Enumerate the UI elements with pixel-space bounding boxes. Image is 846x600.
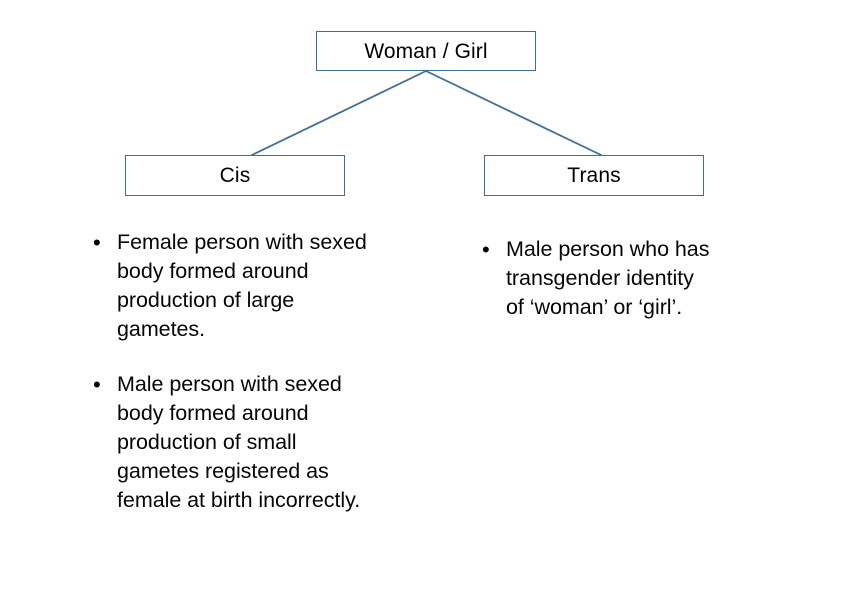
node-box-woman-girl[interactable]: Woman / Girl bbox=[316, 31, 536, 71]
bullet-text: Female person with sexed body formed aro… bbox=[117, 230, 367, 341]
bullet-column-cis: • Female person with sexed body formed a… bbox=[88, 228, 388, 515]
bullet-text: Male person with sexed body formed aroun… bbox=[117, 372, 361, 512]
node-box-cis[interactable]: Cis bbox=[125, 155, 345, 196]
connector-woman-to-trans bbox=[425, 70, 602, 156]
list-item: • Male person with sexed body formed aro… bbox=[88, 370, 388, 515]
node-box-trans[interactable]: Trans bbox=[484, 155, 704, 196]
bullet-point-icon: • bbox=[482, 237, 490, 262]
bullet-point-icon: • bbox=[93, 372, 101, 397]
bullet-point-icon: • bbox=[93, 230, 101, 255]
node-label-cis: Cis bbox=[219, 164, 251, 187]
list-item: • Male person who has transgender identi… bbox=[477, 235, 727, 322]
bullet-column-trans: • Male person who has transgender identi… bbox=[477, 235, 727, 322]
bullet-text: Male person who has transgender identity… bbox=[506, 237, 710, 319]
connector-woman-to-cis bbox=[251, 70, 427, 156]
list-item: • Female person with sexed body formed a… bbox=[88, 228, 388, 344]
node-label-woman-girl: Woman / Girl bbox=[364, 39, 488, 63]
node-label-trans: Trans bbox=[567, 164, 621, 187]
